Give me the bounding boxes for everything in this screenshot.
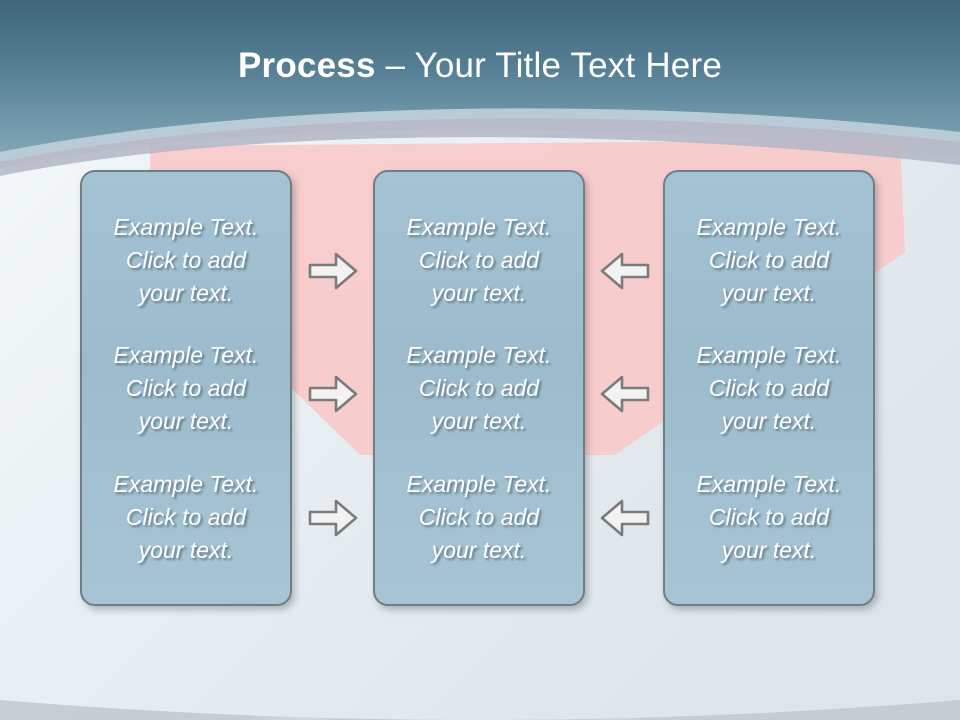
arrow-right-icon <box>305 371 361 417</box>
arrow-left-icon <box>597 371 653 417</box>
background-header <box>0 0 960 152</box>
arrow-left-icon <box>597 248 653 294</box>
process-cell-text: Example Text. Click to add your text. <box>113 213 259 306</box>
process-cell-text: Example Text. Click to add your text. <box>406 471 552 564</box>
process-cell-text: Example Text. Click to add your text. <box>696 213 842 306</box>
process-cell-text: Example Text. Click to add your text. <box>113 471 259 564</box>
process-cell-text: Example Text. Click to add your text. <box>406 342 552 435</box>
process-column-right[interactable]: Example Text. Click to add your text. Ex… <box>663 170 875 606</box>
process-column-left[interactable]: Example Text. Click to add your text. Ex… <box>80 170 292 606</box>
arrow-right-icon <box>305 248 361 294</box>
process-cell-text: Example Text. Click to add your text. <box>696 471 842 564</box>
arrow-right-icon <box>305 495 361 541</box>
arrow-left-icon <box>597 495 653 541</box>
process-cell-text: Example Text. Click to add your text. <box>696 342 842 435</box>
process-cell-text: Example Text. Click to add your text. <box>113 342 259 435</box>
process-cell-text: Example Text. Click to add your text. <box>406 213 552 306</box>
process-column-center[interactable]: Example Text. Click to add your text. Ex… <box>373 170 585 606</box>
